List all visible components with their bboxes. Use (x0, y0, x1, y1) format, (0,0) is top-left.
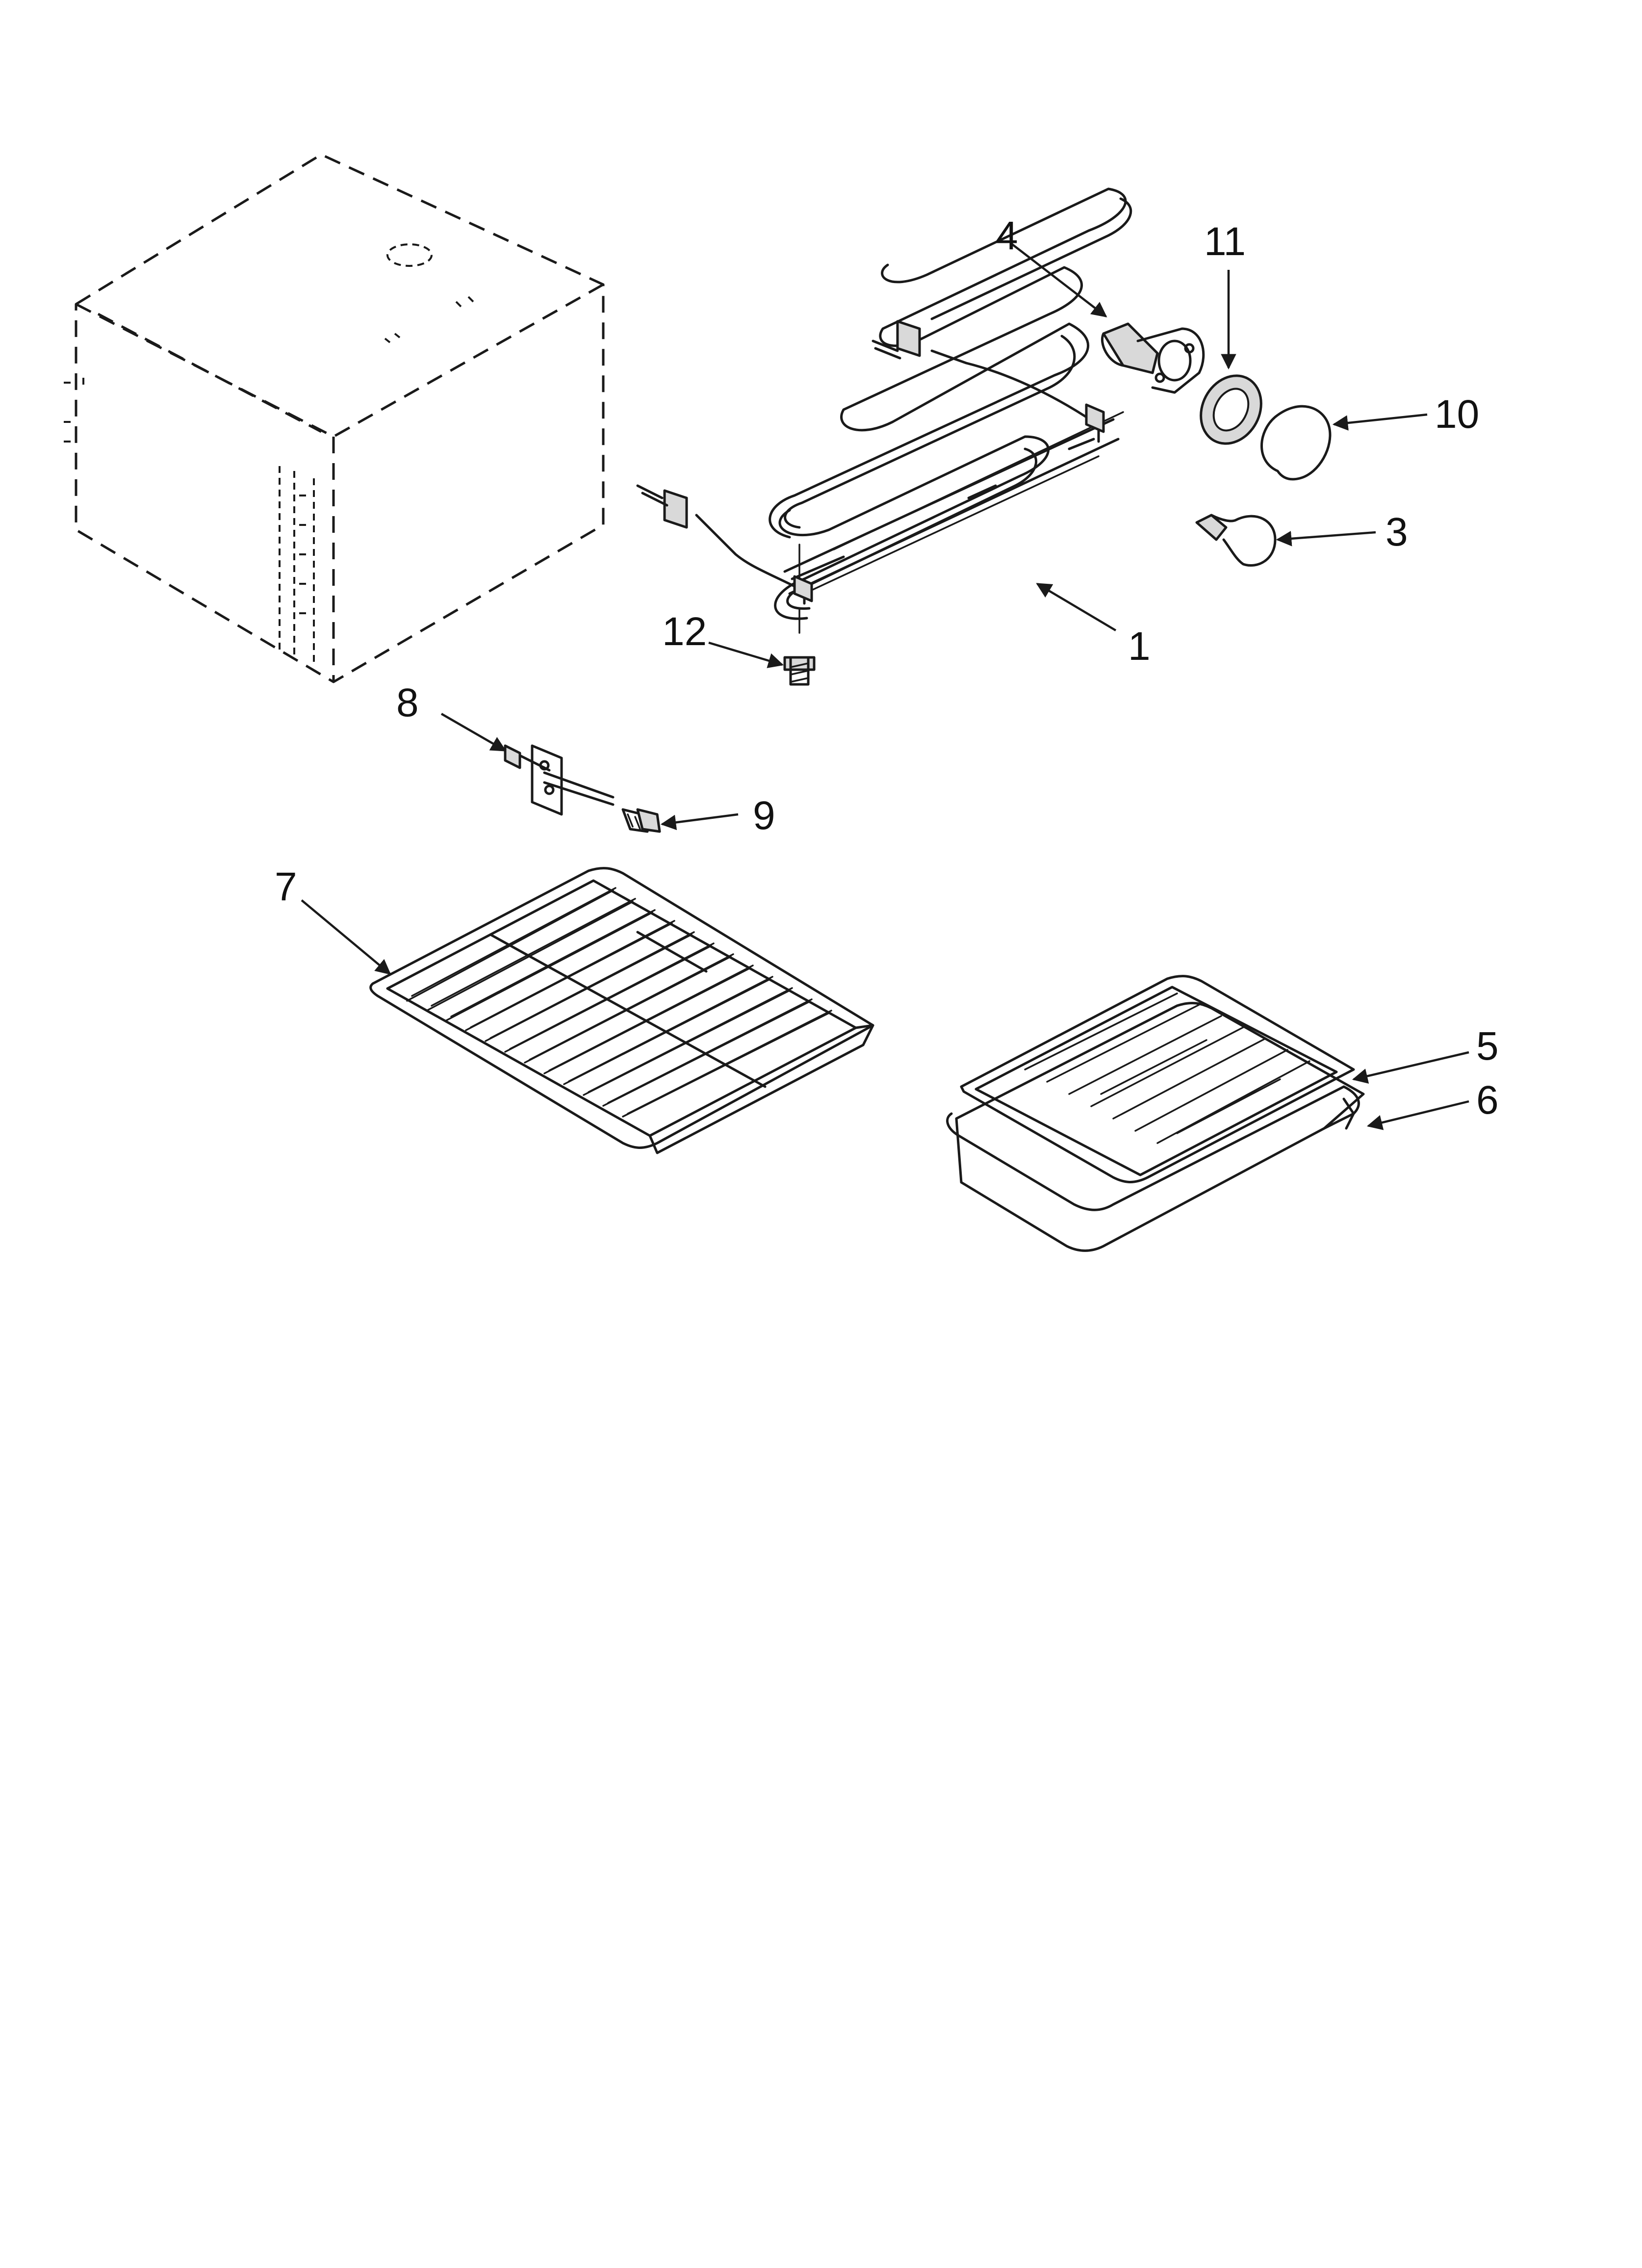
callout-4: 4 (996, 213, 1018, 258)
light-socket (1101, 322, 1205, 394)
leader-lines (301, 242, 1469, 1130)
callout-6: 6 (1476, 1078, 1499, 1122)
oven-rack (369, 867, 874, 1154)
broiler-pan (946, 1002, 1365, 1252)
callout-11: 11 (1204, 219, 1246, 264)
broiler-grid (960, 975, 1355, 1183)
callout-9: 9 (753, 793, 775, 838)
callout-labels: 1 4 11 10 3 12 8 9 7 5 6 (275, 213, 1499, 1122)
broil-element (636, 187, 1132, 620)
screw-12 (783, 607, 816, 686)
callout-7: 7 (275, 864, 297, 909)
lens (1260, 405, 1332, 481)
callout-8: 8 (396, 680, 419, 725)
callout-5: 5 (1476, 1024, 1499, 1069)
callout-10: 10 (1435, 392, 1479, 437)
callout-1: 1 (1128, 624, 1151, 669)
temperature-sensor (504, 744, 615, 816)
callout-12: 12 (662, 609, 707, 654)
callout-3: 3 (1385, 510, 1408, 554)
gasket (1200, 374, 1262, 445)
light-bulb (1195, 514, 1277, 567)
oven-cavity-outline (64, 153, 605, 683)
screw-9 (621, 808, 661, 833)
